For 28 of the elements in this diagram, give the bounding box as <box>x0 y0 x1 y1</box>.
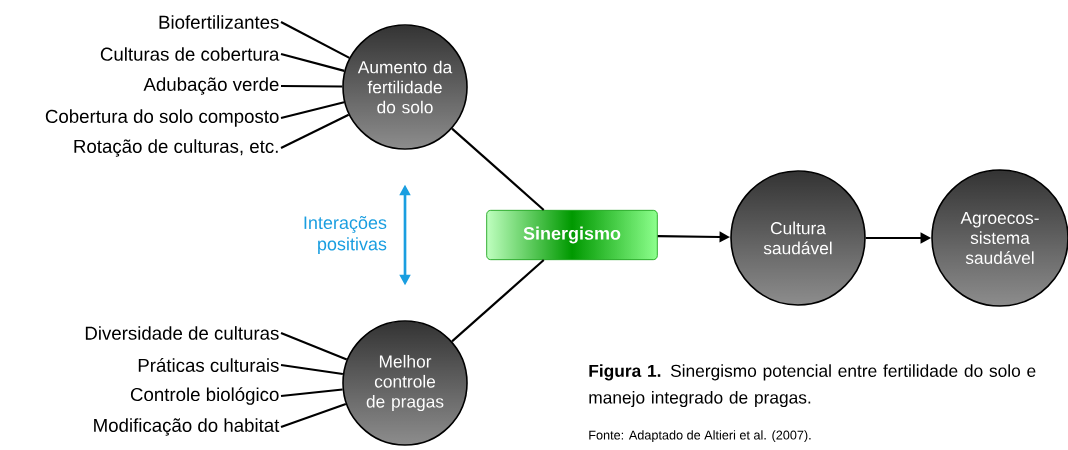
source-note: Fonte: Adaptado de Altieri et al. (2007). <box>589 430 811 443</box>
connector-line <box>451 259 545 343</box>
item-label: Diversidade de culturas <box>85 326 279 340</box>
item-label: Culturas de cobertura <box>100 47 280 61</box>
connector-line <box>280 21 350 59</box>
item-label: Modificação do habitat <box>94 418 280 436</box>
item-label: Práticas culturais <box>138 358 279 372</box>
connector-line <box>280 52 345 72</box>
circle-node: Agroecos-sistema saudável <box>931 169 1068 307</box>
edge-label: Interações positivas <box>304 216 387 254</box>
item-label: Adubação verde <box>143 77 279 95</box>
item-label: Rotação de culturas, etc. <box>74 139 278 157</box>
connector-line <box>451 127 545 211</box>
circle-node: Cultura saudável <box>730 170 866 306</box>
connector-line <box>280 363 343 376</box>
item-label: Controle biológico <box>130 387 279 405</box>
item-label: Cobertura do solo composto <box>45 109 279 127</box>
connector-line <box>280 101 345 120</box>
process-box: Sinergismo <box>486 209 658 261</box>
connector-line <box>280 332 348 361</box>
connector-line <box>281 84 343 88</box>
caption: Figura 1. Sinergismo potencial entre fertilidade do solo e manejo integrado de pragas. <box>589 364 1036 408</box>
circle-node: Aumento da fertilidade do solo <box>342 24 468 150</box>
connector-line <box>280 388 343 398</box>
circle-node: Melhor controle de pragas <box>342 320 468 446</box>
connector-line <box>280 113 350 149</box>
item-label: Biofertilizantes <box>159 15 279 29</box>
connector-line <box>280 403 347 428</box>
